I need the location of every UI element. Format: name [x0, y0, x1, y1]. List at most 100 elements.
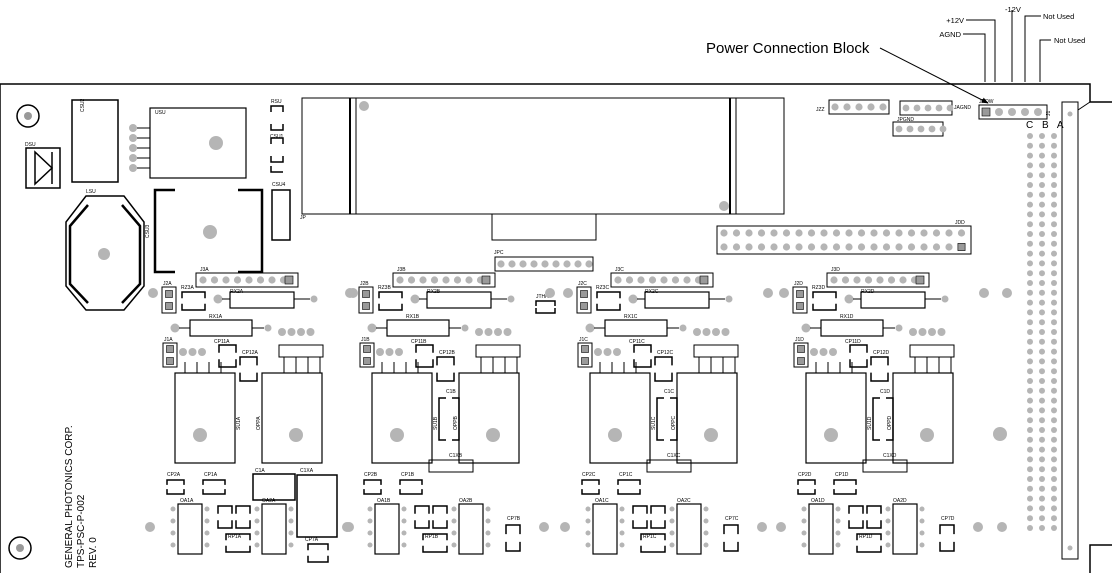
label-jthr: JTHR [536, 294, 549, 300]
edge-connector-pin [1027, 368, 1033, 375]
edge-connector-pin [1027, 260, 1033, 267]
j2-pad [580, 290, 588, 298]
edge-connector-pin [1027, 270, 1033, 277]
header-jagnd-pad [924, 104, 932, 112]
header-j3-pad [648, 276, 657, 284]
j1-pad [363, 345, 371, 353]
label-opp: OPPD [887, 415, 893, 430]
resistor-rx1 [820, 319, 884, 337]
cp12-footprint [239, 372, 258, 382]
label-oa1: OA1A [180, 498, 194, 504]
jdd-pad [845, 243, 853, 251]
thermal-pad [704, 428, 718, 442]
label-c1x: C1XA [300, 468, 314, 474]
edge-connector-pin [1051, 329, 1057, 335]
edge-connector-pin [1039, 466, 1045, 473]
mounting-pad [539, 522, 549, 532]
annotation-arrow [879, 47, 989, 104]
dip-pin [585, 530, 591, 536]
jdd-pad [732, 243, 741, 251]
c1-footprint [452, 397, 460, 441]
label-rp1: RP1C [643, 534, 657, 540]
cp2-footprint [581, 479, 600, 485]
cp2-footprint [581, 489, 600, 495]
dip-pin [367, 518, 373, 524]
mounting-pad [545, 288, 555, 298]
dip-pin [835, 518, 841, 524]
dip-pin [170, 506, 176, 512]
header-pad [721, 328, 730, 336]
dip-pin [451, 506, 457, 512]
chip-su1 [371, 372, 433, 464]
resistor-pad [410, 294, 420, 304]
jdd-pad [895, 243, 903, 251]
c1-footprint [252, 473, 296, 501]
label-cp7: CP7C [725, 516, 739, 522]
header-jagnd-pad [902, 104, 910, 112]
edge-connector-pin [1051, 133, 1057, 139]
header-jzz-pad [879, 103, 887, 111]
dip-pin [170, 530, 176, 536]
jpow-pad [1021, 108, 1029, 116]
edge-connector-pin [1051, 201, 1057, 208]
edge-connector-pin [1039, 231, 1045, 237]
dip-pin [170, 542, 176, 548]
small-cap [848, 520, 864, 529]
jumper-j1 [162, 342, 178, 368]
dip-pin [585, 518, 591, 524]
jdd-pad [957, 243, 966, 251]
dip-pin [885, 530, 891, 536]
label-rp1: RP1A [228, 534, 242, 540]
jdd-pad [832, 229, 841, 237]
jdd-pad [857, 243, 866, 251]
edge-connector-pin [1051, 407, 1057, 414]
edge-connector-pin [1027, 211, 1033, 218]
header-j3-pad [899, 276, 907, 284]
edge-connector-pin [1051, 270, 1057, 277]
small-cap [432, 520, 448, 529]
jpc-pad [508, 260, 516, 268]
dip-pin [401, 506, 407, 512]
header-pad [278, 328, 286, 336]
chip-opp [676, 372, 738, 464]
jpc-pad [497, 260, 505, 268]
dip-pin [919, 542, 925, 548]
label-cp12: CP12D [873, 350, 890, 356]
cp7-footprint [939, 541, 955, 552]
dip-pin [619, 518, 625, 524]
small-cap [414, 505, 430, 514]
edge-connector-pin [1051, 280, 1057, 286]
j2-pad [580, 302, 588, 310]
label-csu3: CSU3 [145, 224, 151, 238]
cp7-footprint [307, 543, 329, 551]
resistor-pad [844, 294, 854, 304]
edge-connector-pin [1051, 211, 1057, 218]
jdd-pad [857, 229, 866, 237]
header-j3-pad [396, 276, 404, 284]
edge-connector-pin [1051, 525, 1057, 531]
dip-pin [669, 518, 675, 524]
rz3-footprint [812, 291, 837, 299]
resistor-pad [628, 294, 638, 304]
dip-pin [288, 530, 294, 536]
mounting-pad [979, 288, 989, 298]
resistor-pad [170, 323, 180, 333]
header-pad [475, 328, 483, 336]
j1-pad [166, 345, 174, 353]
header-j3-pad [614, 276, 622, 284]
regulator-usu [129, 107, 247, 179]
label-c1: C1C [664, 389, 674, 395]
header-j3-pad [210, 276, 219, 284]
mounting-pad [779, 288, 789, 298]
jpc-pad [574, 260, 582, 268]
cp12-footprint [654, 372, 673, 382]
label-jzz: JZZ [816, 107, 825, 113]
header-j3-pad [442, 276, 450, 284]
header-jpgnd-pad [939, 125, 947, 133]
resistor-rx2 [426, 291, 492, 309]
resistor-rx2 [644, 291, 710, 309]
pin-label-not-used-1: Not Used [1043, 12, 1074, 21]
edge-connector-pin [1039, 162, 1045, 169]
label-cp7: CP7D [941, 516, 955, 522]
dip-pin [204, 530, 210, 536]
